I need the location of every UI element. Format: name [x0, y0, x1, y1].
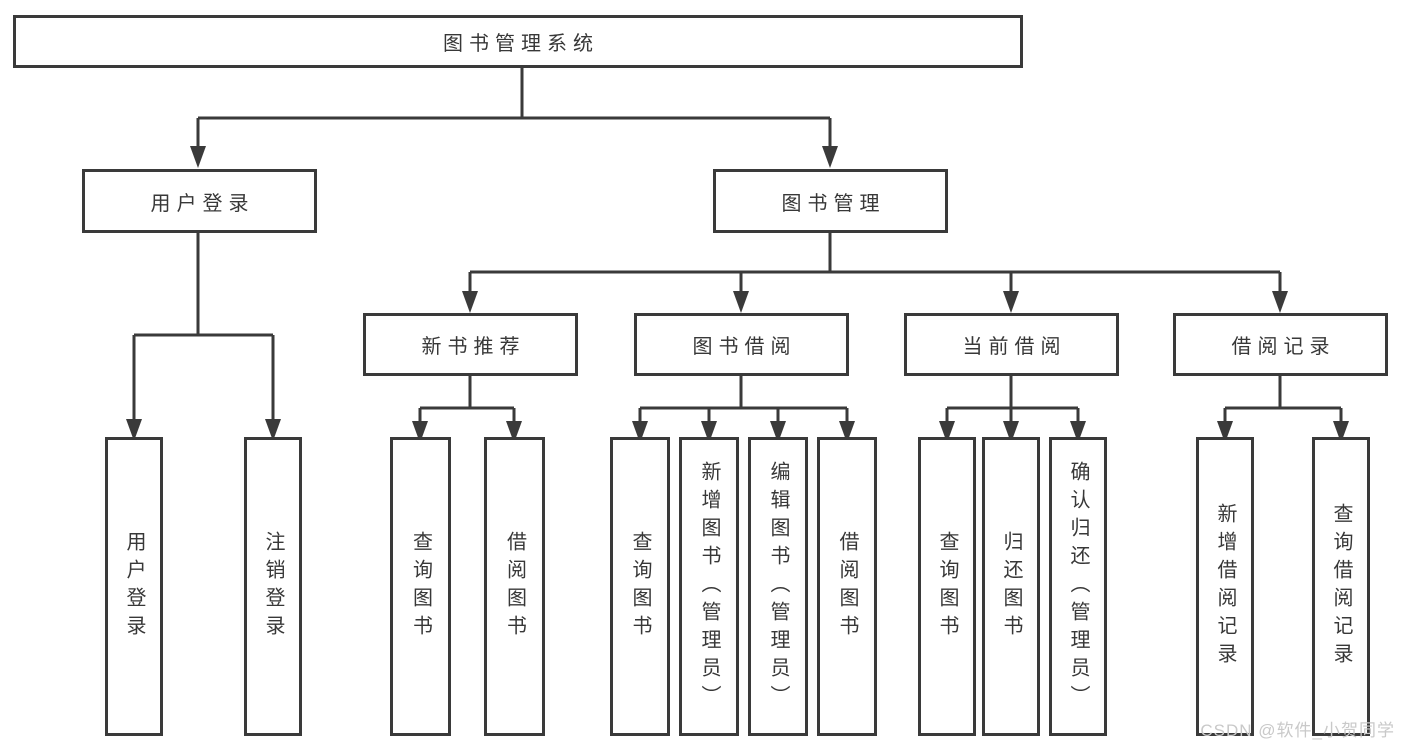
node-borrowing-records: 借阅记录: [1173, 313, 1388, 376]
node-label: 当前借阅: [962, 336, 1067, 358]
node-root: 图书管理系统: [13, 15, 1023, 68]
leaf-bb-borrow-book: 借阅图书: [817, 437, 877, 736]
node-label: 归还图书: [1000, 530, 1022, 643]
leaf-bb-edit-book-admin: 编辑图书（管理员）: [748, 437, 808, 736]
leaf-cb-confirm-return-admin: 确认归还（管理员）: [1049, 437, 1107, 736]
leaf-bb-query-book: 查询图书: [610, 437, 670, 736]
node-label: 图书管理: [781, 192, 886, 215]
node-label: 查询图书: [629, 530, 651, 643]
node-label: 新书推荐: [421, 336, 526, 358]
leaf-br-query-record: 查询借阅记录: [1312, 437, 1370, 736]
leaf-br-add-record: 新增借阅记录: [1196, 437, 1254, 736]
node-label: 新增借阅记录: [1214, 502, 1236, 671]
node-book-borrowing: 图书借阅: [634, 313, 849, 376]
node-label: 新增图书（管理员）: [698, 460, 720, 713]
leaf-bb-add-book-admin: 新增图书（管理员）: [679, 437, 739, 736]
node-user-login: 用户登录: [82, 169, 317, 233]
node-label: 编辑图书（管理员）: [767, 460, 789, 713]
node-label: 查询借阅记录: [1330, 502, 1352, 671]
leaf-cb-return-book: 归还图书: [982, 437, 1040, 736]
node-label: 查询图书: [409, 530, 432, 643]
node-label: 图书管理系统: [443, 33, 599, 55]
leaf-nb-borrow-book: 借阅图书: [484, 437, 545, 736]
leaf-cb-query-book: 查询图书: [918, 437, 976, 736]
node-book-management: 图书管理: [713, 169, 948, 233]
leaf-logout-login: 注销登录: [244, 437, 302, 736]
node-label: 借阅图书: [503, 530, 526, 643]
node-new-book-recommend: 新书推荐: [363, 313, 578, 376]
leaf-nb-query-book: 查询图书: [390, 437, 451, 736]
node-label: 确认归还（管理员）: [1067, 460, 1089, 713]
leaf-user-login: 用户登录: [105, 437, 163, 736]
node-label: 查询图书: [936, 530, 958, 643]
node-label: 借阅记录: [1231, 336, 1336, 358]
node-label: 注销登录: [262, 530, 284, 643]
csdn-watermark: CSDN @软件_小贺同学: [1200, 721, 1395, 740]
node-label: 图书借阅: [692, 336, 797, 358]
node-label: 用户登录: [123, 530, 145, 643]
node-label: 借阅图书: [836, 530, 858, 643]
node-label: 用户登录: [150, 192, 255, 215]
node-current-borrowing: 当前借阅: [904, 313, 1119, 376]
